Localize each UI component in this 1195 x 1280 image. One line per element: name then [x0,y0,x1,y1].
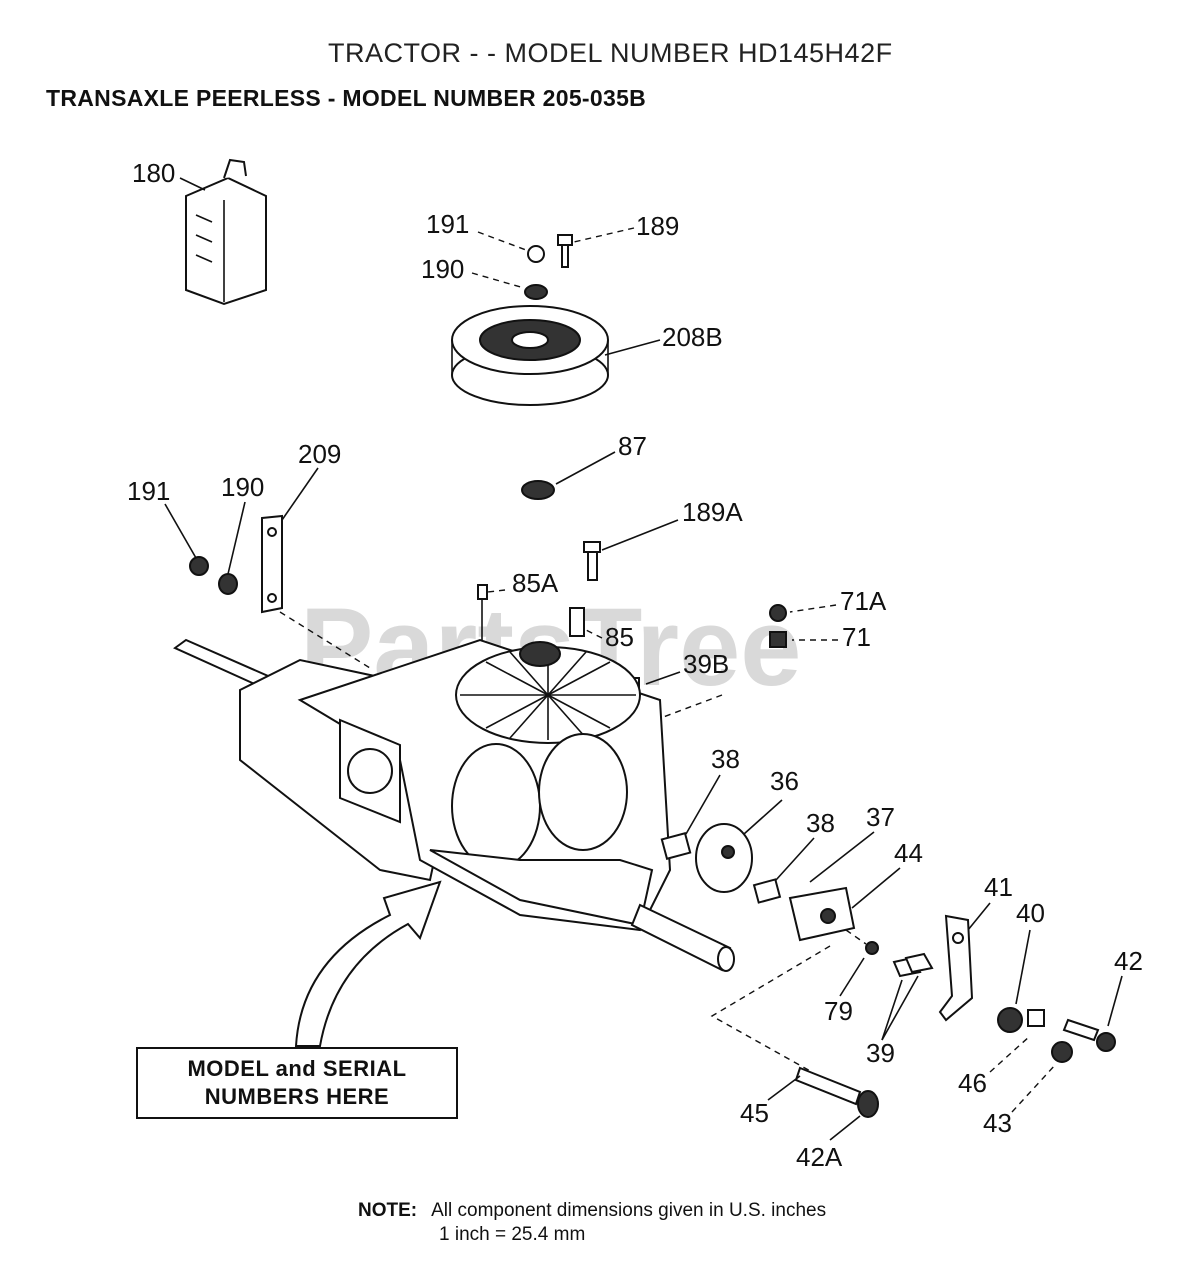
callout-71A: 71A [840,586,887,616]
callout-180: 180 [132,158,175,188]
callout-85A: 85A [512,568,559,598]
part-190-washer-left[interactable] [218,573,238,595]
part-79-spring[interactable] [865,941,879,955]
part-71A-nut[interactable] [769,604,787,622]
note-line2: 1 inch = 25.4 mm [439,1224,586,1245]
part-42A-bolt[interactable] [794,1066,879,1118]
callout-36: 36 [770,766,799,796]
callout-45: 45 [740,1098,769,1128]
callout-190-top: 190 [421,254,464,284]
callout-79: 79 [824,996,853,1026]
part-209-lever-arm[interactable] [261,514,283,614]
part-85-plug[interactable] [569,607,585,637]
callout-42A: 42A [796,1142,843,1172]
note-line1: All component dimensions given in U.S. i… [431,1200,827,1221]
callout-44: 44 [894,838,923,868]
part-191-nut[interactable] [527,245,545,263]
part-44-brake-caliper[interactable] [788,886,856,942]
callout-39: 39 [866,1038,895,1068]
part-43-nut[interactable] [1051,1041,1073,1063]
model-serial-arrow-icon [294,880,442,1047]
callout-38-upper: 38 [711,744,740,774]
part-36-brake-disc[interactable] [695,823,753,893]
callout-46: 46 [958,1068,987,1098]
callout-191-left: 191 [127,476,170,506]
model-serial-line1: MODEL and SERIAL [187,1056,407,1081]
model-serial-label-box: MODEL and SERIAL NUMBERS HERE [136,1047,458,1119]
part-transaxle-housing[interactable] [173,638,735,972]
callout-85: 85 [605,622,634,652]
part-39-pins[interactable] [892,952,934,978]
part-189-bolt[interactable] [557,234,573,268]
callout-208B: 208B [662,322,723,352]
callout-191-top: 191 [426,209,469,239]
callout-39B: 39B [683,649,729,679]
callout-209: 209 [298,439,341,469]
callout-71: 71 [842,622,871,652]
part-38-key-upper[interactable] [660,832,692,860]
part-208B-pulley[interactable] [451,305,609,406]
model-serial-line2: NUMBERS HERE [204,1084,390,1109]
note-label: NOTE: [358,1200,418,1221]
dimension-note: NOTE: All component dimensions given in U… [358,1200,826,1222]
callout-189A: 189A [682,497,743,527]
part-42-bolt[interactable] [1062,1018,1116,1052]
callout-37: 37 [866,802,895,832]
diagram-title-transaxle: TRANSAXLE PEERLESS - MODEL NUMBER 205-03… [46,85,647,111]
part-87-spacer[interactable] [521,480,555,500]
callout-40: 40 [1016,898,1045,928]
callout-87: 87 [618,431,647,461]
part-85A-pin[interactable] [477,584,488,600]
part-189A-bolt[interactable] [583,541,601,581]
part-190-washer[interactable] [524,284,548,300]
callout-42: 42 [1114,946,1143,976]
callout-43: 43 [983,1108,1012,1138]
part-180-oil-bottle[interactable] [185,158,267,306]
diagram-title-tractor: TRACTOR - - MODEL NUMBER HD145H42F [328,38,893,68]
callout-190-left: 190 [221,472,264,502]
part-41-bracket[interactable] [938,914,974,1022]
part-71-seal[interactable] [769,631,787,648]
part-38-key-lower[interactable] [752,878,782,904]
part-191-nut-left[interactable] [189,556,209,576]
part-40-washer[interactable] [997,1007,1023,1033]
callout-38-lower: 38 [806,808,835,838]
part-46-washer[interactable] [1027,1009,1045,1027]
callout-189: 189 [636,211,679,241]
callout-41: 41 [984,872,1013,902]
